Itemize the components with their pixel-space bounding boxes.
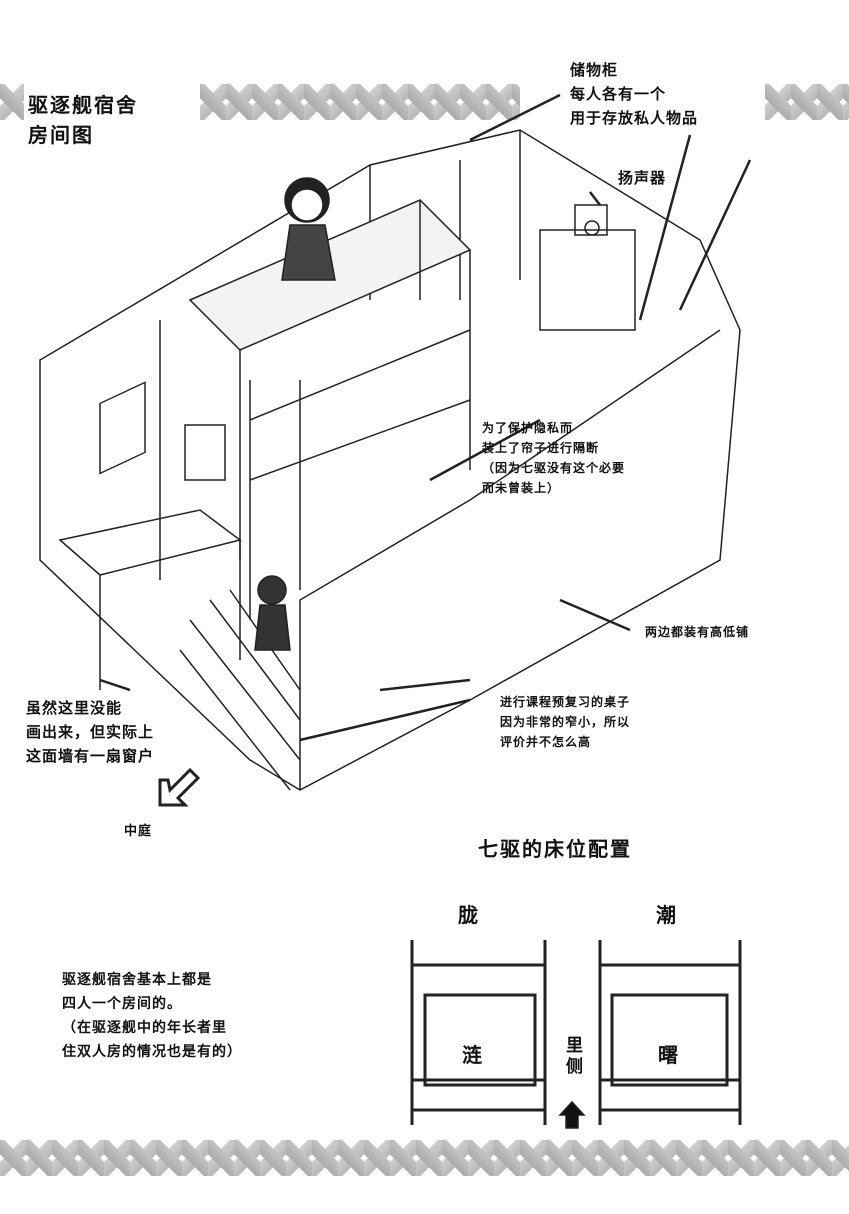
note-line: 驱逐舰宿舍基本上都是 bbox=[62, 972, 212, 988]
courtyard-label: 中庭 bbox=[124, 824, 153, 839]
speaker-annotation: 扬声器 bbox=[618, 169, 667, 187]
note-line: 四人一个房间的。 bbox=[62, 996, 182, 1012]
bed-top-left-label: 胧 bbox=[458, 903, 480, 927]
annotation-line: 为了保护隐私而 bbox=[482, 421, 574, 435]
annotation-line: 装上了帘子进行隔断 bbox=[482, 441, 600, 455]
annotation-line: 虽然这里没能 bbox=[26, 699, 123, 717]
desk-annotation: 进行课程预复习的桌子 因为非常的窄小，所以 评价并不怎么高 bbox=[500, 692, 630, 752]
annotation-line: 进行课程预复习的桌子 bbox=[500, 695, 631, 709]
inner-side-arrow-icon bbox=[558, 1100, 586, 1129]
annotation-line: 用于存放私人物品 bbox=[570, 109, 699, 127]
curtain-annotation: 为了保护隐私而 装上了帘子进行隔断 （因为七驱没有这个必要 而未曾装上） bbox=[482, 418, 625, 498]
annotation-line: 评价并不怎么高 bbox=[500, 735, 592, 749]
annotation-line: 每人各有一个 bbox=[570, 85, 667, 103]
title-line: 房间图 bbox=[28, 123, 94, 147]
page-title: 驱逐舰宿舍 房间图 bbox=[28, 90, 138, 150]
decorative-border-top-mid bbox=[200, 84, 520, 120]
annotation-line: （因为七驱没有这个必要 bbox=[482, 461, 626, 475]
note-line: （在驱逐舰中的年长者里 bbox=[62, 1020, 227, 1036]
bed-layout-title: 七驱的床位配置 bbox=[478, 837, 632, 861]
bed-top-right-label: 潮 bbox=[656, 903, 678, 927]
annotation-line: 这面墙有一扇窗户 bbox=[26, 747, 155, 765]
annotation-line: 而未曾装上） bbox=[482, 481, 561, 495]
annotation-line: 画出来，但实际上 bbox=[26, 723, 155, 741]
inner-side-label: 里侧 bbox=[562, 1036, 582, 1078]
decorative-border-top-right bbox=[765, 84, 849, 120]
annotation-line: 储物柜 bbox=[570, 61, 619, 79]
bunks-annotation: 两边都装有高低铺 bbox=[645, 625, 750, 639]
annotation-line: 因为非常的窄小，所以 bbox=[500, 715, 631, 729]
bed-bottom-left-label: 涟 bbox=[462, 1043, 484, 1067]
title-line: 驱逐舰宿舍 bbox=[28, 93, 138, 117]
decorative-border-bottom bbox=[0, 1140, 849, 1176]
decorative-border-top-left bbox=[0, 84, 24, 120]
dormitory-note: 驱逐舰宿舍基本上都是 四人一个房间的。 （在驱逐舰中的年长者里 住双人房的情况也… bbox=[62, 968, 242, 1064]
note-line: 住双人房的情况也是有的） bbox=[62, 1044, 242, 1060]
window-annotation: 虽然这里没能 画出来，但实际上 这面墙有一扇窗户 bbox=[26, 696, 154, 768]
locker-annotation: 储物柜 每人各有一个 用于存放私人物品 bbox=[570, 58, 698, 130]
bed-bottom-right-label: 曙 bbox=[658, 1043, 680, 1067]
